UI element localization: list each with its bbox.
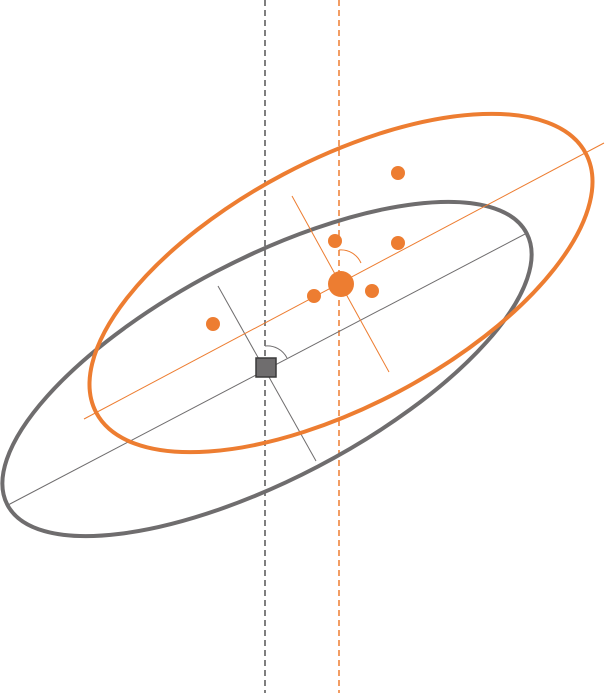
sample-point — [365, 284, 379, 298]
sample-point — [206, 317, 220, 331]
orange-ellipse — [87, 111, 595, 455]
sample-points — [206, 166, 405, 331]
gray-center-marker — [255, 357, 277, 378]
sample-point — [307, 289, 321, 303]
gray-ellipse-group — [0, 199, 534, 539]
orange-center-marker — [328, 271, 354, 297]
orange-angle-arc — [338, 249, 362, 264]
sample-point — [391, 166, 405, 180]
sample-point — [328, 234, 342, 248]
orange-ellipse-group — [83, 111, 605, 455]
sample-point — [391, 236, 405, 250]
gray-angle-arc — [264, 345, 288, 359]
gray-ellipse — [0, 199, 534, 539]
